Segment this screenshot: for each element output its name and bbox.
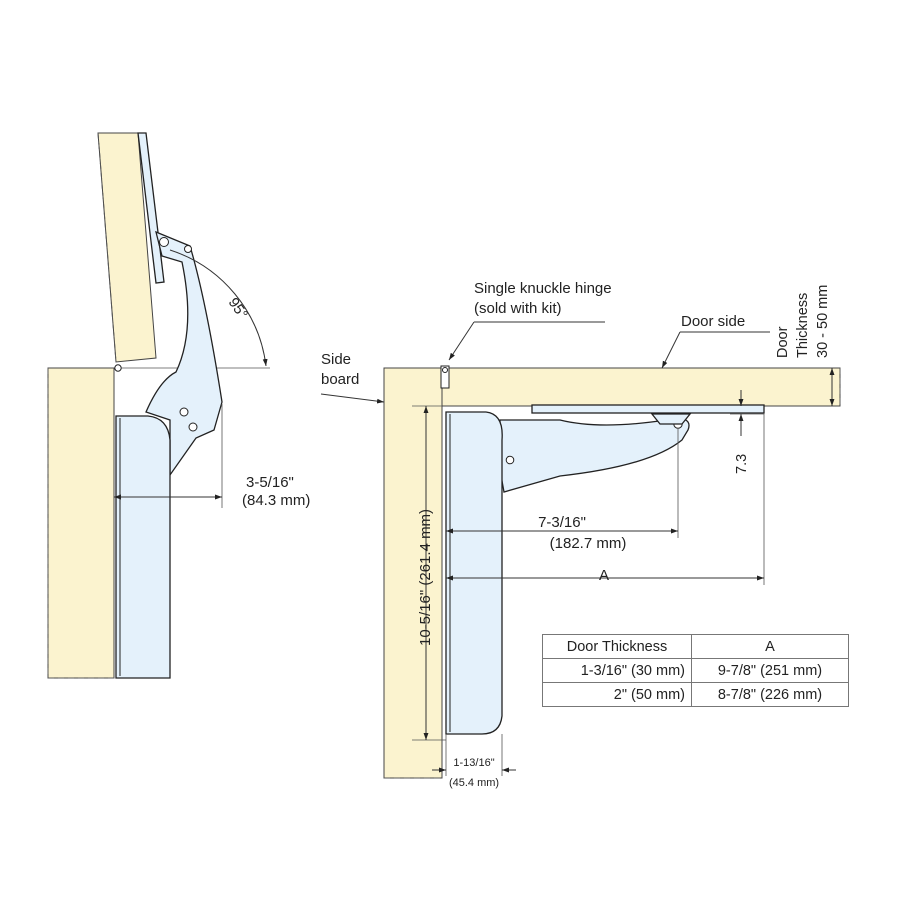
- right-mechanism-housing: [445, 411, 503, 735]
- width-frac-label: 1-13/16": [453, 757, 494, 769]
- angle-label: 95°: [225, 295, 251, 322]
- angle-arc: [169, 249, 268, 367]
- table-header-door-thickness: Door Thickness: [542, 634, 692, 659]
- right-door-mount-plate: [531, 404, 765, 414]
- right-arm-pivot-2: [505, 455, 515, 465]
- left-mechanism-housing: [115, 415, 171, 679]
- side-board-leader-line: [320, 393, 385, 404]
- hinge-label-line1: Single knuckle hinge: [474, 280, 612, 297]
- reach-frac-label: 7-3/16": [538, 514, 586, 531]
- spec-table: Door Thickness A 1-3/16" (30 mm) 9-7/8" …: [542, 634, 849, 707]
- door-side-label: Door side: [681, 313, 745, 330]
- table-cell-thickness: 2" (50 mm): [542, 682, 692, 707]
- right-knuckle-hinge-icon: [440, 365, 450, 389]
- side-board-label-line2: board: [321, 371, 359, 388]
- open-door-mount-plate: [137, 132, 165, 284]
- side-board-label-line1: Side: [321, 351, 351, 368]
- table-row: 1-3/16" (30 mm) 9-7/8" (251 mm): [542, 658, 849, 683]
- left-depth-mm-label: (84.3 mm): [242, 492, 310, 509]
- open-door-cut-edge: [97, 132, 117, 363]
- left-depth-frac-label: 3-5/16": [246, 474, 294, 491]
- width-mm-label: (45.4 mm): [449, 777, 499, 789]
- hinge-label-line2: (sold with kit): [474, 300, 562, 317]
- table-header-a: A: [691, 634, 849, 659]
- door-thickness-label-3: 30 - 50 mm: [815, 285, 831, 358]
- left-lift-arm: [145, 230, 223, 478]
- right-arm-bracket: [650, 413, 692, 425]
- offset-label: 7.3: [734, 454, 750, 474]
- left-arm-pivot-top-2: [184, 245, 192, 253]
- right-view: Single knuckle hinge (sold with kit) Doo…: [320, 280, 841, 789]
- table-cell-a: 9-7/8" (251 mm): [691, 658, 849, 683]
- left-arm-pivot-1: [179, 407, 189, 417]
- reach-mm-label: (182.7 mm): [550, 535, 627, 552]
- door-thickness-label-2: Thickness: [795, 293, 811, 358]
- door-side-leader-line: [661, 331, 681, 369]
- hinge-leader-line: [448, 321, 475, 361]
- table-row: 2" (50 mm) 8-7/8" (226 mm): [542, 682, 849, 707]
- door-thickness-label-1: Door: [775, 326, 791, 358]
- left-view: 95° 3-5/16" (84.3 mm): [47, 132, 310, 679]
- table-cell-thickness: 1-3/16" (30 mm): [542, 658, 692, 683]
- left-arm-pivot-2: [188, 422, 198, 432]
- right-lift-arm: [499, 417, 690, 493]
- height-label: 10-5/16" (261.4 mm): [417, 509, 434, 646]
- right-door-panel: [441, 367, 841, 407]
- right-knuckle-pin-icon: [442, 367, 448, 373]
- left-knuckle-hinge-icon: [114, 364, 122, 372]
- table-cell-a: 8-7/8" (226 mm): [691, 682, 849, 707]
- table-header-row: Door Thickness A: [542, 634, 849, 659]
- left-arm-pivot-top: [159, 237, 169, 247]
- a-dim-label: A: [599, 567, 609, 584]
- left-side-board: [47, 367, 115, 679]
